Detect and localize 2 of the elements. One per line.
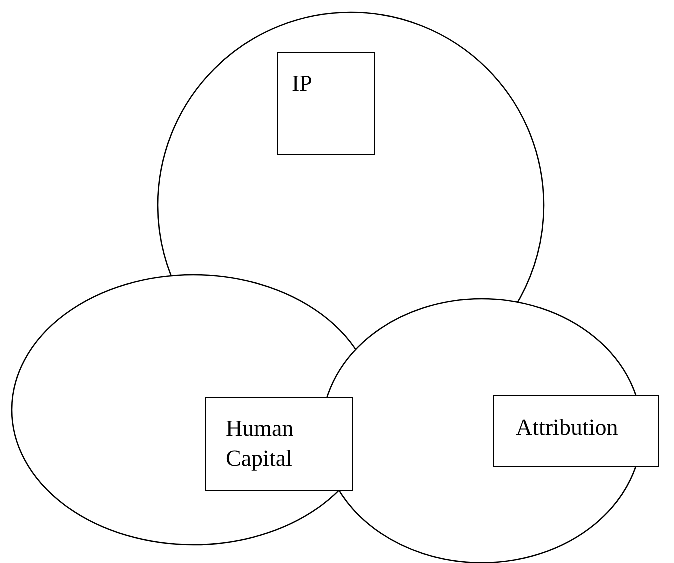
text-box: Attribution [493,395,659,467]
text-box: IP [277,52,375,155]
